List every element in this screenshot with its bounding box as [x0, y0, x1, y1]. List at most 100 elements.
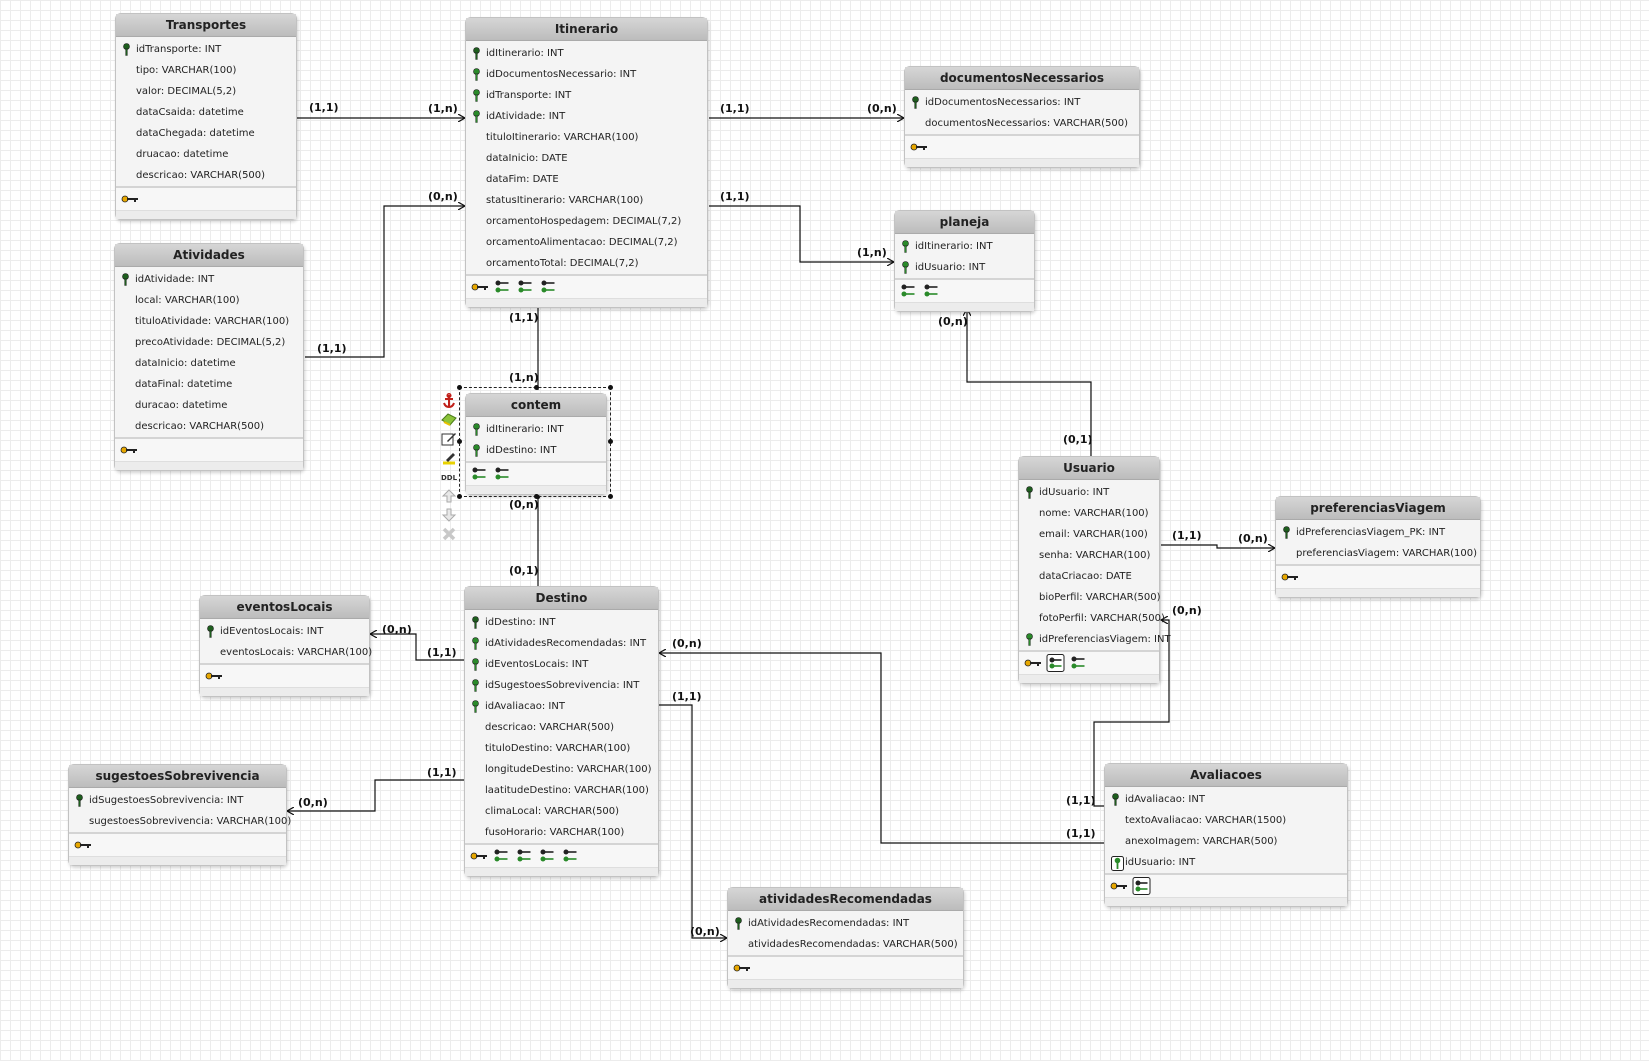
column-row[interactable]: dataCsaida: datetime: [116, 102, 296, 123]
entity-title[interactable]: eventosLocais: [200, 596, 369, 619]
column-row[interactable]: dataCriacao: DATE: [1019, 566, 1159, 587]
column-row[interactable]: descricao: VARCHAR(500): [116, 165, 296, 186]
column-row[interactable]: tipo: VARCHAR(100): [116, 60, 296, 81]
column-row[interactable]: idEventosLocais: INT: [200, 621, 369, 642]
column-row[interactable]: dataFim: DATE: [466, 169, 707, 190]
column-row[interactable]: idTransporte: INT: [116, 39, 296, 60]
primary-key-icon[interactable]: [1023, 654, 1043, 672]
selection-handle[interactable]: [534, 385, 539, 390]
entity-title[interactable]: Atividades: [115, 244, 303, 267]
selection-handle[interactable]: [608, 439, 613, 444]
foreign-key-icon[interactable]: [539, 278, 559, 296]
column-row[interactable]: tituloDestino: VARCHAR(100): [465, 738, 658, 759]
column-row[interactable]: idAtividadesRecomendadas: INT: [728, 913, 963, 934]
column-row[interactable]: idTransporte: INT: [466, 85, 707, 106]
entity-title[interactable]: sugestoesSobrevivencia: [69, 765, 286, 788]
foreign-key-icon[interactable]: [1069, 654, 1089, 672]
highlight-icon[interactable]: [441, 451, 457, 467]
entity-title[interactable]: Transportes: [116, 14, 296, 37]
column-row[interactable]: duracao: datetime: [115, 395, 303, 416]
entity-title[interactable]: Usuario: [1019, 457, 1159, 480]
column-row[interactable]: dataFinal: datetime: [115, 374, 303, 395]
foreign-key-boxed-icon[interactable]: [1046, 654, 1066, 672]
column-row[interactable]: idUsuario: INT: [1105, 852, 1347, 873]
column-row[interactable]: descricao: VARCHAR(500): [115, 416, 303, 437]
column-row[interactable]: druacao: datetime: [116, 144, 296, 165]
column-row[interactable]: orcamentoHospedagem: DECIMAL(7,2): [466, 211, 707, 232]
selection-handle[interactable]: [534, 494, 539, 499]
column-row[interactable]: orcamentoAlimentacao: DECIMAL(7,2): [466, 232, 707, 253]
column-row[interactable]: idEventosLocais: INT: [465, 654, 658, 675]
column-row[interactable]: nome: VARCHAR(100): [1019, 503, 1159, 524]
relationship-line-usuario-preferencias[interactable]: [1161, 545, 1275, 548]
entity-title[interactable]: Avaliacoes: [1105, 764, 1347, 787]
column-row[interactable]: tituloAtividade: VARCHAR(100): [115, 311, 303, 332]
foreign-key-icon[interactable]: [493, 465, 513, 483]
move-up-icon[interactable]: [441, 489, 457, 505]
column-row[interactable]: idAtividade: INT: [466, 106, 707, 127]
relationship-line-destino-sugestoes[interactable]: [287, 779, 464, 811]
primary-key-icon[interactable]: [469, 847, 489, 865]
entity-title[interactable]: planeja: [895, 211, 1034, 234]
selection-handle[interactable]: [457, 439, 462, 444]
column-row[interactable]: fusoHorario: VARCHAR(100): [465, 822, 658, 843]
entity-title[interactable]: Itinerario: [466, 18, 707, 41]
column-row[interactable]: idDocumentosNecessario: INT: [466, 64, 707, 85]
column-row[interactable]: idAtividadesRecomendadas: INT: [465, 633, 658, 654]
entity-title[interactable]: preferenciasViagem: [1276, 497, 1480, 520]
entity-title[interactable]: atividadesRecomendadas: [728, 888, 963, 911]
column-row[interactable]: fotoPerfil: VARCHAR(500): [1019, 608, 1165, 629]
primary-key-icon[interactable]: [909, 138, 929, 156]
column-row[interactable]: idPreferenciasViagem_PK: INT: [1276, 522, 1480, 543]
relationship-line-destino-eventos[interactable]: [370, 634, 464, 661]
column-row[interactable]: orcamentoTotal: DECIMAL(7,2): [466, 253, 707, 274]
delete-icon[interactable]: [441, 527, 457, 543]
primary-key-icon[interactable]: [119, 441, 139, 459]
column-row[interactable]: longitudeDestino: VARCHAR(100): [465, 759, 658, 780]
column-row[interactable]: idUsuario: INT: [895, 257, 1034, 278]
foreign-key-icon[interactable]: [899, 282, 919, 300]
column-row[interactable]: idUsuario: INT: [1019, 482, 1159, 503]
column-row[interactable]: idItinerario: INT: [895, 236, 1034, 257]
column-row[interactable]: dataInicio: DATE: [466, 148, 707, 169]
column-row[interactable]: anexoImagem: VARCHAR(500): [1105, 831, 1347, 852]
column-row[interactable]: email: VARCHAR(100): [1019, 524, 1159, 545]
foreign-key-icon[interactable]: [922, 282, 942, 300]
foreign-key-icon[interactable]: [538, 847, 558, 865]
column-row[interactable]: idItinerario: INT: [466, 419, 606, 440]
column-row[interactable]: statusItinerario: VARCHAR(100): [466, 190, 707, 211]
column-row[interactable]: valor: DECIMAL(5,2): [116, 81, 296, 102]
foreign-key-icon[interactable]: [516, 278, 536, 296]
tag-icon[interactable]: [441, 413, 457, 429]
column-row[interactable]: idPreferenciasViagem: INT: [1019, 629, 1171, 650]
column-row[interactable]: tituloItinerario: VARCHAR(100): [466, 127, 707, 148]
primary-key-icon[interactable]: [204, 667, 224, 685]
foreign-key-icon[interactable]: [470, 465, 490, 483]
selection-handle[interactable]: [608, 494, 613, 499]
column-row[interactable]: preferenciasViagem: VARCHAR(100): [1276, 543, 1480, 564]
move-down-icon[interactable]: [441, 508, 457, 524]
column-row[interactable]: idDocumentosNecessarios: INT: [905, 92, 1139, 113]
column-row[interactable]: documentosNecessarios: VARCHAR(500): [905, 113, 1139, 134]
column-row[interactable]: bioPerfil: VARCHAR(500): [1019, 587, 1160, 608]
selection-handle[interactable]: [457, 494, 462, 499]
ddl-icon[interactable]: DDL: [441, 474, 458, 482]
column-row[interactable]: dataInicio: datetime: [115, 353, 303, 374]
column-row[interactable]: idDestino: INT: [466, 440, 606, 461]
column-row[interactable]: idSugestoesSobrevivencia: INT: [69, 790, 286, 811]
primary-key-icon[interactable]: [470, 278, 490, 296]
primary-key-icon[interactable]: [73, 836, 93, 854]
column-row[interactable]: textoAvaliacao: VARCHAR(1500): [1105, 810, 1347, 831]
primary-key-icon[interactable]: [1109, 877, 1129, 895]
foreign-key-boxed-icon[interactable]: [1132, 877, 1152, 895]
